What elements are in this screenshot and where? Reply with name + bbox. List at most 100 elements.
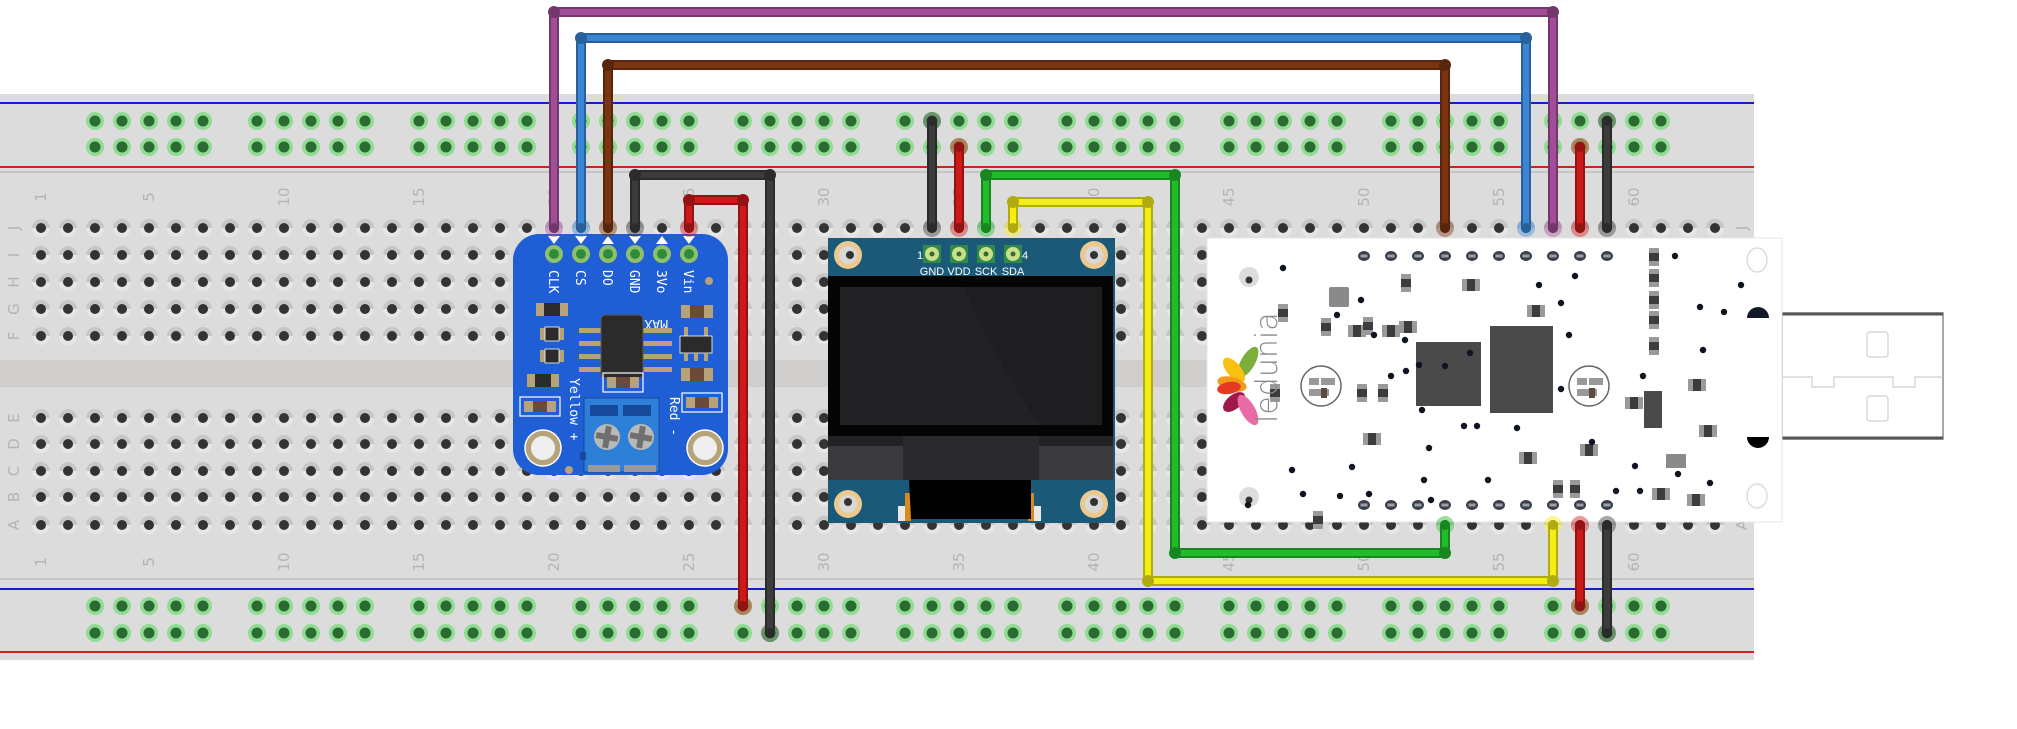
breadboard-hole[interactable]: [194, 327, 212, 345]
power-rail-hole[interactable]: [302, 112, 320, 130]
power-rail-hole[interactable]: [464, 112, 482, 130]
breadboard-hole[interactable]: [815, 219, 833, 237]
power-rail-hole[interactable]: [1436, 597, 1454, 615]
breadboard-hole[interactable]: [383, 300, 401, 318]
usb-connector[interactable]: [1781, 312, 1944, 440]
breadboard-hole[interactable]: [788, 516, 806, 534]
power-rail-hole[interactable]: [1652, 597, 1670, 615]
breadboard-hole[interactable]: [545, 516, 563, 534]
power-rail-hole[interactable]: [86, 112, 104, 130]
breadboard-hole[interactable]: [491, 327, 509, 345]
power-rail-hole[interactable]: [1490, 624, 1508, 642]
breadboard-hole[interactable]: [356, 327, 374, 345]
breadboard-hole[interactable]: [464, 516, 482, 534]
power-rail-hole[interactable]: [329, 138, 347, 156]
breadboard-hole[interactable]: [383, 488, 401, 506]
breadboard-hole[interactable]: [680, 488, 698, 506]
breadboard-hole[interactable]: [248, 488, 266, 506]
breadboard-hole[interactable]: [410, 246, 428, 264]
power-rail-hole[interactable]: [1058, 138, 1076, 156]
power-rail-hole[interactable]: [437, 597, 455, 615]
wire-oled-vdd[interactable]: [950, 138, 968, 237]
breadboard-hole[interactable]: [437, 246, 455, 264]
power-rail-hole[interactable]: [356, 138, 374, 156]
breadboard-hole[interactable]: [248, 273, 266, 291]
power-rail-hole[interactable]: [167, 624, 185, 642]
power-rail-hole[interactable]: [275, 112, 293, 130]
power-rail-hole[interactable]: [1328, 138, 1346, 156]
power-rail-hole[interactable]: [194, 112, 212, 130]
power-rail-hole[interactable]: [140, 138, 158, 156]
power-rail-hole[interactable]: [491, 138, 509, 156]
power-rail-hole[interactable]: [680, 597, 698, 615]
power-rail-hole[interactable]: [788, 597, 806, 615]
wire-max-vin[interactable]: [680, 194, 752, 615]
breadboard-hole[interactable]: [86, 409, 104, 427]
breadboard-hole[interactable]: [356, 219, 374, 237]
power-rail-hole[interactable]: [464, 138, 482, 156]
power-rail-hole[interactable]: [464, 624, 482, 642]
breadboard-hole[interactable]: [464, 435, 482, 453]
power-rail-hole[interactable]: [1490, 138, 1508, 156]
power-rail-hole[interactable]: [1571, 624, 1589, 642]
power-rail-hole[interactable]: [410, 112, 428, 130]
breadboard-hole[interactable]: [464, 246, 482, 264]
power-rail-hole[interactable]: [86, 597, 104, 615]
power-rail-hole[interactable]: [977, 624, 995, 642]
power-rail-hole[interactable]: [248, 624, 266, 642]
wire-oled-sck[interactable]: [977, 169, 1454, 559]
power-rail-hole[interactable]: [518, 112, 536, 130]
power-rail-hole[interactable]: [1490, 112, 1508, 130]
breadboard-hole[interactable]: [464, 300, 482, 318]
breadboard-hole[interactable]: [113, 219, 131, 237]
power-rail-hole[interactable]: [896, 112, 914, 130]
power-rail-hole[interactable]: [86, 624, 104, 642]
power-rail-hole[interactable]: [1463, 138, 1481, 156]
power-rail-hole[interactable]: [1166, 138, 1184, 156]
breadboard-hole[interactable]: [464, 327, 482, 345]
breadboard-hole[interactable]: [113, 516, 131, 534]
power-rail-hole[interactable]: [1652, 138, 1670, 156]
breadboard-hole[interactable]: [302, 219, 320, 237]
wire-cs[interactable]: [572, 32, 1535, 237]
breadboard-hole[interactable]: [356, 462, 374, 480]
breadboard-hole[interactable]: [140, 273, 158, 291]
breadboard-hole[interactable]: [356, 488, 374, 506]
breadboard-hole[interactable]: [1274, 219, 1292, 237]
power-rail-hole[interactable]: [437, 624, 455, 642]
breadboard-hole[interactable]: [32, 246, 50, 264]
breadboard-hole[interactable]: [59, 327, 77, 345]
power-rail-hole[interactable]: [1409, 112, 1427, 130]
power-rail-hole[interactable]: [680, 624, 698, 642]
power-rail-hole[interactable]: [1463, 597, 1481, 615]
breadboard-hole[interactable]: [491, 219, 509, 237]
breadboard-hole[interactable]: [788, 273, 806, 291]
breadboard-hole[interactable]: [86, 246, 104, 264]
power-rail-hole[interactable]: [410, 597, 428, 615]
breadboard-hole[interactable]: [491, 488, 509, 506]
power-rail-hole[interactable]: [1625, 624, 1643, 642]
breadboard-hole[interactable]: [167, 435, 185, 453]
power-rail-hole[interactable]: [1004, 112, 1022, 130]
power-rail-hole[interactable]: [1139, 112, 1157, 130]
power-rail-hole[interactable]: [1382, 112, 1400, 130]
power-rail-hole[interactable]: [518, 597, 536, 615]
power-rail-hole[interactable]: [1382, 597, 1400, 615]
breadboard-hole[interactable]: [248, 327, 266, 345]
breadboard-hole[interactable]: [1112, 488, 1130, 506]
power-rail-hole[interactable]: [950, 597, 968, 615]
breadboard-hole[interactable]: [86, 327, 104, 345]
breadboard-hole[interactable]: [140, 435, 158, 453]
power-rail-hole[interactable]: [1652, 624, 1670, 642]
power-rail-hole[interactable]: [923, 624, 941, 642]
breadboard-hole[interactable]: [248, 409, 266, 427]
wire-clk[interactable]: [545, 6, 1562, 237]
breadboard-hole[interactable]: [302, 327, 320, 345]
breadboard-hole[interactable]: [626, 488, 644, 506]
power-rail-hole[interactable]: [1625, 597, 1643, 615]
breadboard-hole[interactable]: [1220, 219, 1238, 237]
breadboard-hole[interactable]: [356, 435, 374, 453]
breadboard-hole[interactable]: [140, 219, 158, 237]
breadboard-hole[interactable]: [59, 300, 77, 318]
breadboard-hole[interactable]: [140, 462, 158, 480]
